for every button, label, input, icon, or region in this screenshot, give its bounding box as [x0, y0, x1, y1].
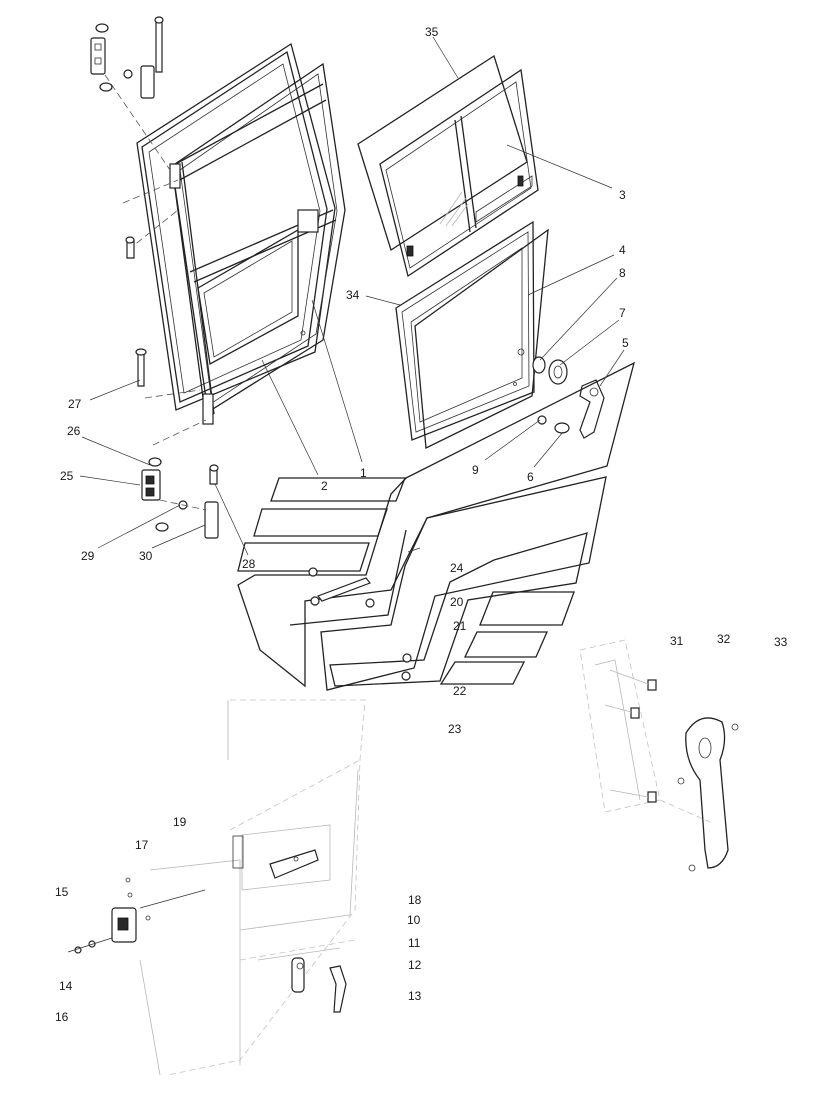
callout-8: 8 [619, 266, 626, 280]
callout-15: 15 [55, 885, 69, 899]
glass-4 [414, 228, 549, 449]
callout-29: 29 [81, 549, 95, 563]
door-handle-group [513, 348, 605, 439]
callout-9: 9 [472, 463, 479, 477]
callout-16: 16 [55, 1010, 69, 1024]
callout-31: 31 [670, 634, 684, 648]
callout-18: 18 [408, 893, 422, 907]
callout-35: 35 [425, 25, 439, 39]
sliding-window-3 [379, 68, 539, 278]
grab-handle-assembly-faint [579, 639, 739, 872]
lower-window-34 [395, 220, 535, 441]
callout-14: 14 [59, 979, 73, 993]
callout-27: 27 [68, 397, 82, 411]
callout-25: 25 [60, 469, 74, 483]
callout-24: 24 [450, 561, 464, 575]
callout-labels: 35 3 4 8 34 7 5 27 26 1 9 25 2 6 29 30 2… [55, 25, 788, 1024]
callout-12: 12 [408, 958, 422, 972]
decal-panels [237, 361, 635, 691]
callout-28: 28 [242, 557, 256, 571]
callout-10: 10 [407, 913, 421, 927]
callout-33: 33 [774, 635, 788, 649]
callout-4: 4 [619, 243, 626, 257]
callout-23: 23 [448, 722, 462, 736]
callout-2: 2 [321, 479, 328, 493]
callout-17: 17 [135, 838, 149, 852]
callout-5: 5 [622, 336, 629, 350]
leader-lines [79, 36, 625, 556]
door-frame-assembly [136, 42, 346, 425]
top-hinge-group [90, 16, 201, 399]
latch-assembly-faint [67, 699, 366, 1076]
callout-3: 3 [619, 188, 626, 202]
callout-19: 19 [173, 815, 187, 829]
bottom-hinge-group [141, 419, 219, 539]
callout-21: 21 [453, 619, 467, 633]
callout-11: 11 [408, 936, 421, 950]
callout-26: 26 [67, 424, 81, 438]
callout-6: 6 [527, 470, 534, 484]
callout-22: 22 [453, 684, 467, 698]
callout-13: 13 [408, 989, 422, 1003]
callout-32: 32 [717, 632, 731, 646]
callout-20: 20 [450, 595, 464, 609]
callout-30: 30 [139, 549, 153, 563]
callout-34: 34 [346, 288, 360, 302]
callout-1: 1 [360, 466, 367, 480]
callout-7: 7 [619, 306, 626, 320]
